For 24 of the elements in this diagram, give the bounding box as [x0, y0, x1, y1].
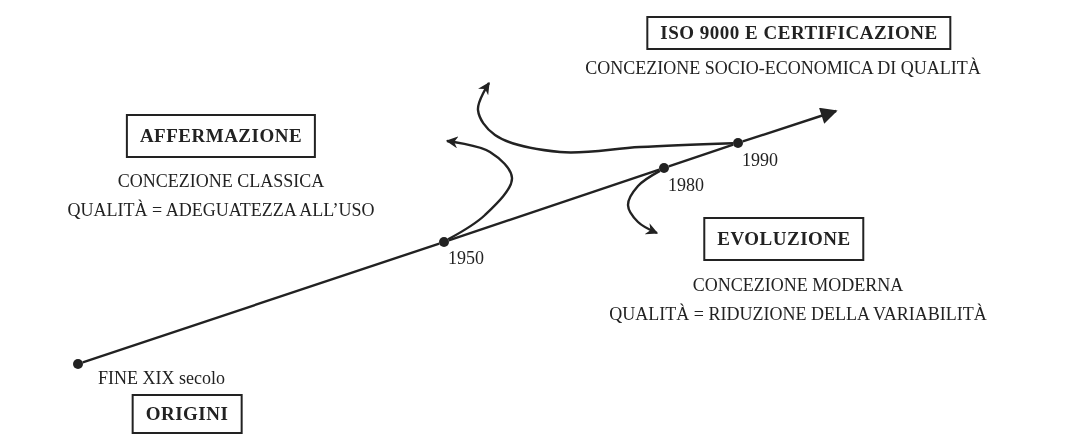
era-description: QUALITÀ = RIDUZIONE DELLA VARIABILITÀ: [609, 305, 987, 323]
date-label: 1950: [448, 249, 484, 267]
era-title-box: EVOLUZIONE: [703, 217, 865, 261]
date-label: 1990: [742, 151, 778, 169]
timeline-dot: [659, 163, 669, 173]
timeline-dot: [733, 138, 743, 148]
era-description: CONCEZIONE CLASSICA: [117, 172, 325, 190]
timeline-segment: [448, 168, 660, 242]
curved-arrow: [476, 82, 734, 154]
era-title-box: AFFERMAZIONE: [125, 114, 317, 158]
timeline-arrow: [742, 107, 838, 143]
date-label: 1980: [668, 176, 704, 194]
era-description: CONCEZIONE SOCIO-ECONOMICA DI QUALITÀ: [585, 59, 981, 77]
curved-arrow: [626, 169, 661, 235]
date-label: FINE XIX secolo: [98, 369, 225, 387]
timeline-segment: [82, 242, 440, 364]
era-title-box: ISO 9000 E CERTIFICAZIONE: [646, 16, 952, 50]
timeline-segment: [668, 143, 734, 168]
curved-arrow: [445, 136, 514, 241]
era-description: QUALITÀ = ADEGUATEZZA ALL’USO: [67, 201, 375, 219]
timeline-dot: [73, 359, 83, 369]
era-description: CONCEZIONE MODERNA: [692, 276, 904, 294]
timeline-dot: [439, 237, 449, 247]
era-title-box: ORIGINI: [131, 394, 243, 434]
